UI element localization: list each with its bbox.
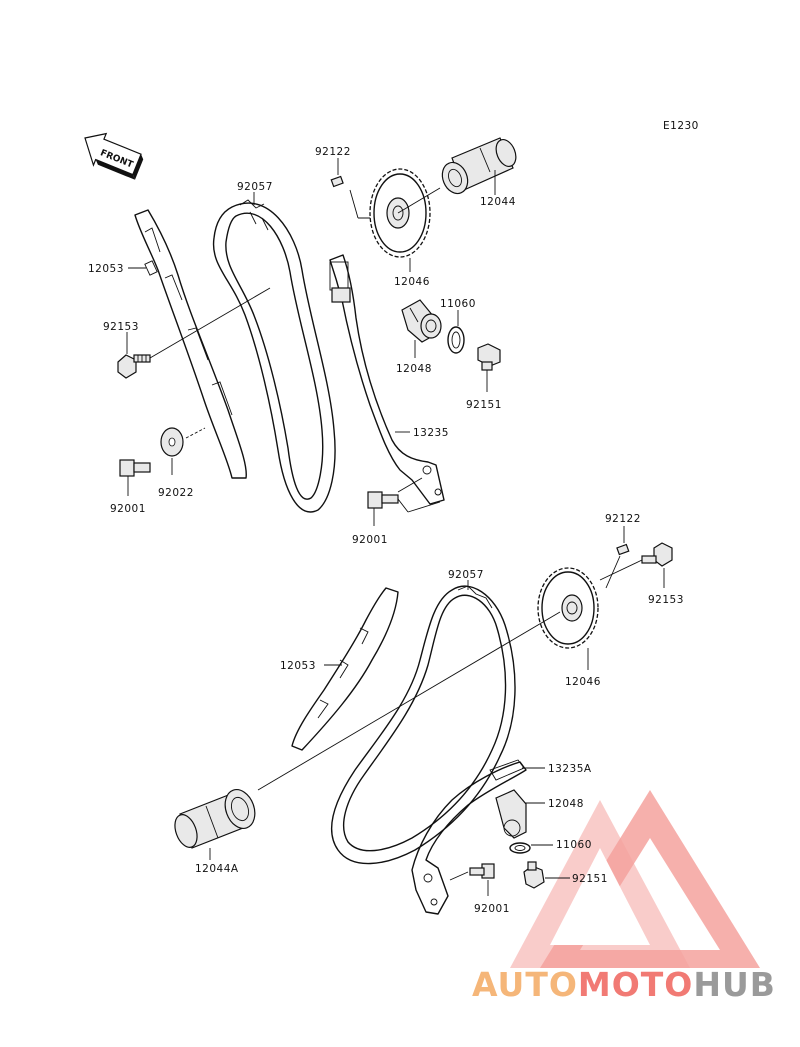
label-top-12044: 12044 [480,196,516,208]
label-top-92001a: 92001 [110,503,146,515]
camshaft-12044A [174,789,256,849]
timing-chain-92057-bottom [331,585,516,865]
label-top-92022: 92022 [158,487,194,499]
bolt-92001-bottom [469,863,495,879]
label-top-12053: 12053 [88,263,124,275]
label-top-92151: 92151 [466,399,502,411]
bolt-92153-top [117,354,151,379]
bolt-92001-top-left [119,459,151,477]
tensioner-12048-bottom [495,789,527,839]
label-bot-92122: 92122 [605,513,641,525]
label-bot-92153: 92153 [648,594,684,606]
label-top-12046: 12046 [394,276,430,288]
gasket-11060-bottom [509,842,531,854]
label-bot-11060: 11060 [556,839,592,851]
tensioner-guide-13235 [329,254,445,505]
dowel-pin-92122 [330,175,344,188]
dowel-pin-92122-bottom [616,543,630,556]
watermark-text: AUTOMOTOHUB [472,965,776,1004]
washer-92022 [160,427,184,457]
chain-guide-12053-top [134,209,247,479]
label-bot-12046: 12046 [565,676,601,688]
diagram-code: E1230 [663,120,699,132]
sprocket-12046-bottom [537,567,599,649]
label-bot-12044A: 12044A [195,863,239,875]
label-bot-92151: 92151 [572,873,608,885]
label-top-92001b: 92001 [352,534,388,546]
label-bot-92001: 92001 [474,903,510,915]
camshaft-12044 [441,137,517,195]
watermark-logo [510,790,760,968]
label-bot-12053: 12053 [280,660,316,672]
cap-bolt-92151-bottom [523,861,545,889]
front-arrow-icon: FRONT [84,132,144,180]
label-bot-13235A: 13235A [548,763,592,775]
timing-chain-92057-top [212,199,336,513]
gasket-11060-top [447,326,465,354]
label-top-92057: 92057 [237,181,273,193]
tensioner-guide-13235A [411,759,527,915]
label-top-92122: 92122 [315,146,351,158]
cap-bolt-92151-top [477,343,501,371]
label-top-92153: 92153 [103,321,139,333]
bolt-92153-bottom [641,542,673,567]
label-top-12048: 12048 [396,363,432,375]
bolt-92001-top-right [367,491,399,509]
label-bot-92057: 92057 [448,569,484,581]
chain-guide-12053-bottom [291,587,399,751]
sprocket-12046-top [369,168,431,258]
tensioner-12048-top [401,299,442,343]
label-top-11060: 11060 [440,298,476,310]
label-top-13235: 13235 [413,427,449,439]
label-bot-12048: 12048 [548,798,584,810]
